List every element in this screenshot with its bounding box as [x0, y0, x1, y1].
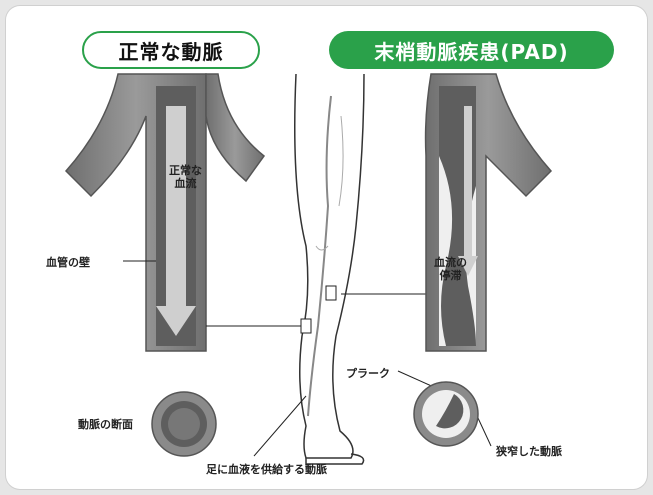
normal-flow-label-line2: 血流 [174, 177, 197, 190]
leg-artery-label: 足に血液を供給する動脈 [206, 463, 327, 476]
normal-flow-label: 正常な 血流 [169, 164, 202, 190]
vessel-wall-label: 血管の壁 [46, 256, 90, 269]
plaque-label: プラーク [346, 367, 390, 380]
narrowed-artery-label: 狭窄した動脈 [496, 445, 562, 458]
leader-lines [123, 260, 492, 457]
pad-title: 末梢動脈疾患(PAD) [329, 31, 614, 69]
normal-artery-illustration [64, 73, 266, 352]
stagnation-label-line2: 停滞 [439, 269, 462, 282]
normal-cross-section [151, 391, 217, 457]
stagnation-label: 血流の 停滞 [434, 256, 467, 282]
pad-cross-section [413, 381, 479, 447]
leg-illustration [294, 73, 365, 465]
cross-section-label: 動脈の断面 [78, 418, 133, 431]
stagnation-label-line1: 血流の [434, 256, 467, 269]
normal-flow-label-line1: 正常な [169, 164, 202, 177]
diagram-frame: 正常な動脈 末梢動脈疾患(PAD) [6, 6, 647, 489]
pad-artery-illustration [424, 73, 553, 352]
diagram-illustration [64, 73, 553, 465]
normal-artery-title: 正常な動脈 [82, 31, 260, 69]
